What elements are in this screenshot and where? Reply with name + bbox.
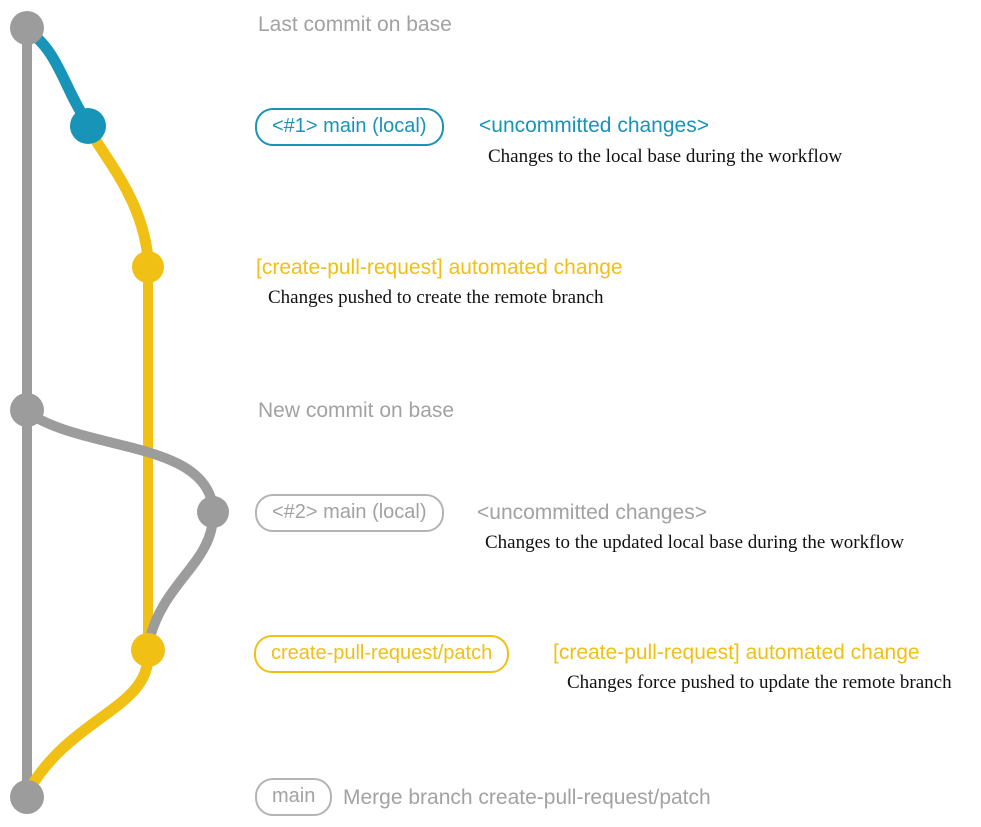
commit-message-automated-change-1: [create-pull-request] automated change bbox=[256, 256, 623, 279]
commit-dot-patch-1 bbox=[132, 251, 164, 283]
note-last-commit-on-base: Last commit on base bbox=[258, 13, 452, 36]
edge-main1-to-patch1 bbox=[82, 122, 154, 264]
status-uncommitted-changes-2: <uncommitted changes> bbox=[477, 501, 707, 524]
commit-dot-main-merge bbox=[10, 780, 44, 814]
branch-label-main-local-1: <#1> main (local) bbox=[255, 108, 444, 146]
edge-main2-to-patch2 bbox=[144, 507, 219, 647]
commit-message-merge-branch: Merge branch create-pull-request/patch bbox=[343, 786, 711, 809]
commit-dot-base-new bbox=[10, 393, 44, 427]
branch-label-main: main bbox=[255, 778, 333, 816]
branch-label-create-pull-request-patch: create-pull-request/patch bbox=[254, 635, 510, 673]
commit-dot-main-local-1 bbox=[70, 108, 106, 144]
description-updated-local-base-changes: Changes to the updated local base during… bbox=[485, 532, 904, 553]
commit-message-automated-change-2: [create-pull-request] automated change bbox=[553, 641, 920, 664]
description-pushed-create-remote: Changes pushed to create the remote bran… bbox=[268, 287, 604, 308]
status-uncommitted-changes-1: <uncommitted changes> bbox=[479, 114, 709, 137]
edge-patch-to-merge bbox=[23, 647, 154, 796]
commit-graph bbox=[10, 11, 229, 814]
note-new-commit-on-base: New commit on base bbox=[258, 399, 455, 422]
commit-dot-main-local-2 bbox=[197, 496, 229, 528]
commit-dot-patch-2 bbox=[131, 633, 165, 667]
branch-label-main-local-2: <#2> main (local) bbox=[255, 494, 444, 532]
description-local-base-changes: Changes to the local base during the wor… bbox=[488, 146, 843, 167]
description-force-pushed-update-remote: Changes force pushed to update the remot… bbox=[567, 672, 952, 693]
edge-base-to-main2 bbox=[22, 407, 218, 513]
edge-base-to-main1 bbox=[21, 24, 93, 128]
commit-dot-base-last bbox=[10, 11, 44, 45]
